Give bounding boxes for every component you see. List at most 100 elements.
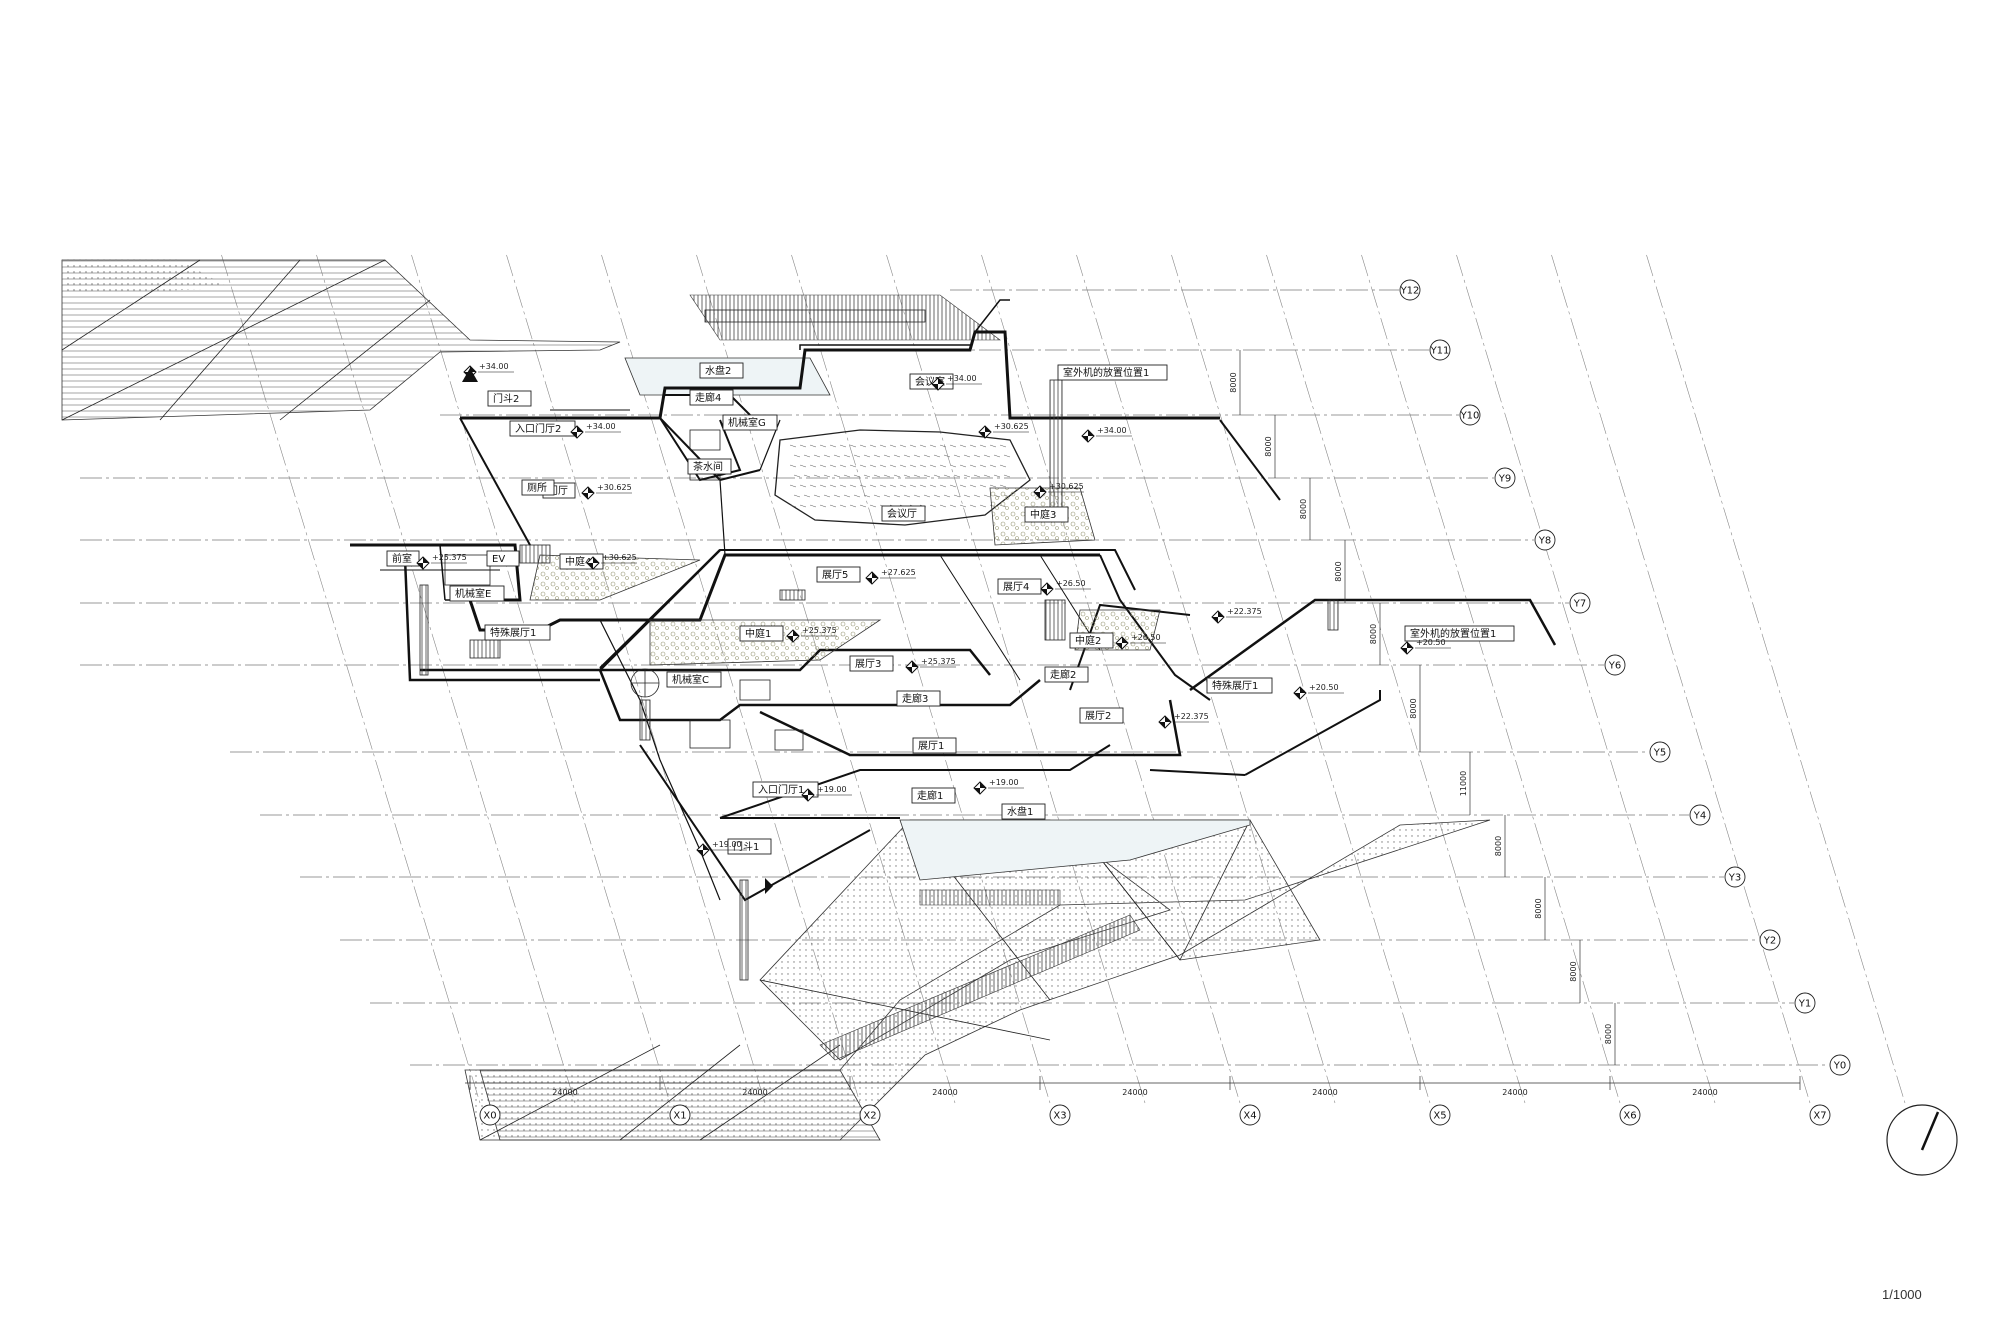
level-value: +30.625 — [994, 422, 1029, 431]
axis-bubble-y8 — [1534, 529, 1556, 551]
axis-label-y5: Y5 — [1653, 748, 1666, 759]
room-label-box — [912, 737, 957, 754]
entrance-arrow-icon — [462, 368, 478, 382]
grid-line-x5 — [1171, 254, 1431, 1104]
y-dimension: 8000 — [1299, 499, 1308, 519]
level-value: +19.00 — [817, 785, 847, 794]
axis-label-y7: Y7 — [1573, 599, 1586, 610]
axis-label-y6: Y6 — [1608, 661, 1621, 672]
level-marker-icon — [1401, 642, 1413, 654]
axis-bubble-y1 — [1794, 992, 1816, 1014]
level-markers: +34.00+34.00+34.00+30.625+34.00+30.625+3… — [416, 362, 1451, 857]
room-label: 走廊1 — [917, 789, 943, 802]
room-label: 展厅2 — [1085, 710, 1111, 722]
axis-label-y2: Y2 — [1763, 936, 1776, 947]
room-label-box — [1001, 803, 1046, 820]
axis-bubble-y5 — [1649, 741, 1671, 763]
room-label: 前室 — [392, 552, 412, 565]
level-marker-icon — [1041, 583, 1053, 595]
axis-label-x5: X5 — [1433, 1111, 1446, 1122]
room-label-box — [1069, 632, 1114, 649]
room-label-box — [449, 585, 505, 602]
room-label: 展厅4 — [1003, 581, 1029, 593]
scale-label: 1/1000 — [1882, 1287, 1922, 1302]
level-marker-icon — [417, 557, 429, 569]
level-marker-icon — [582, 487, 594, 499]
room-label-box — [1404, 625, 1515, 642]
room-label-box — [386, 550, 420, 567]
room-label: 走廊3 — [902, 692, 928, 705]
level-value: +26.50 — [1056, 579, 1086, 588]
axis-bubble-x0 — [479, 1104, 501, 1126]
roof-surfaces — [61, 258, 1491, 1141]
room-label-box — [896, 690, 941, 707]
axis-bubble-y2 — [1759, 929, 1781, 951]
axis-bubble-y7 — [1569, 592, 1591, 614]
axis-label-y11: Y11 — [1430, 346, 1450, 357]
room-label: 展厅1 — [918, 740, 944, 752]
level-value: +25.375 — [432, 553, 467, 562]
core-details — [419, 309, 1339, 981]
level-marker-icon — [866, 572, 878, 584]
room-label: 入口门厅1 — [758, 783, 804, 796]
axis-bubble-y12 — [1399, 279, 1421, 301]
axis-label-y8: Y8 — [1538, 536, 1551, 547]
room-label: 特殊展厅1 — [1212, 679, 1258, 692]
axis-label-y0: Y0 — [1833, 1061, 1846, 1072]
level-marker-icon — [932, 378, 944, 390]
axis-bubble-y11 — [1429, 339, 1451, 361]
axis-label-x1: X1 — [673, 1111, 686, 1122]
x-dimension: 24000 — [1122, 1088, 1147, 1097]
y-dimension: 8000 — [1534, 898, 1543, 918]
level-value: +34.00 — [1097, 426, 1127, 435]
entrance-arrow-icon — [765, 878, 773, 894]
x-dimension: 24000 — [1692, 1088, 1717, 1097]
room-label-box — [739, 625, 784, 642]
room-label: 中庭1 — [745, 627, 771, 640]
room-label-box — [881, 505, 926, 522]
level-marker-icon — [906, 661, 918, 673]
y-dimension: 8000 — [1369, 624, 1378, 644]
x-dimension: 24000 — [742, 1088, 767, 1097]
level-marker-icon — [697, 844, 709, 856]
x-dimension: 24000 — [552, 1088, 577, 1097]
room-label: 展厅3 — [855, 658, 881, 670]
room-label-box — [666, 671, 722, 688]
level-marker-icon — [1034, 486, 1046, 498]
room-label-box — [1057, 364, 1168, 381]
y-dimension: 8000 — [1409, 698, 1418, 718]
room-label: 水盘2 — [705, 364, 731, 377]
level-marker-icon — [1082, 430, 1094, 442]
level-value: +30.625 — [1049, 482, 1084, 491]
grid-line-x5 — [1266, 254, 1526, 1104]
grid-line-x4 — [981, 254, 1241, 1104]
room-label: 机械室C — [672, 673, 709, 686]
axis-label-y4: Y4 — [1693, 811, 1706, 822]
grid-line-x6 — [1456, 254, 1716, 1104]
axis-label-x7: X7 — [1813, 1111, 1826, 1122]
axis-bubble-x4 — [1239, 1104, 1261, 1126]
room-label: 门斗2 — [493, 392, 519, 405]
axis-label-x2: X2 — [863, 1111, 876, 1122]
axis-label-y1: Y1 — [1798, 999, 1811, 1010]
axis-bubble-y6 — [1604, 654, 1626, 676]
level-value: +25.375 — [802, 626, 837, 635]
room-label: 茶水间 — [693, 460, 723, 473]
room-label: 机械室G — [728, 416, 766, 429]
x-dimension: 24000 — [932, 1088, 957, 1097]
y-dimension: 8000 — [1569, 961, 1578, 981]
axis-bubble-x1 — [669, 1104, 691, 1126]
room-label-box — [752, 781, 819, 798]
room-label-box — [687, 458, 732, 475]
level-marker-icon — [1159, 716, 1171, 728]
room-label: 展厅5 — [822, 569, 848, 581]
room-label-box — [1044, 666, 1089, 683]
level-marker-icon — [802, 789, 814, 801]
room-label-box — [849, 655, 894, 672]
level-value: +19.00 — [989, 778, 1019, 787]
x-dimension: 24000 — [1312, 1088, 1337, 1097]
axis-label-y9: Y9 — [1498, 474, 1511, 485]
room-label-box — [1024, 506, 1069, 523]
